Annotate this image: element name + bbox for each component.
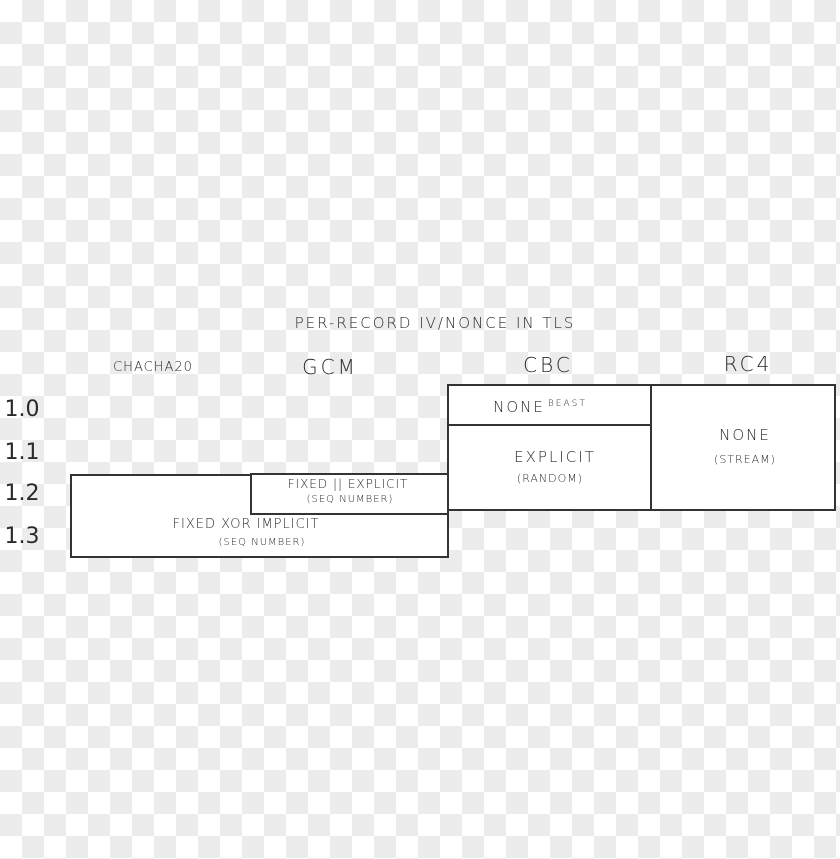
gcm-tls12-box bbox=[250, 473, 449, 515]
gcm-tls12-sub: (seq number) bbox=[306, 494, 394, 505]
column-header-gcm: GCM bbox=[302, 355, 358, 379]
row-label-1-1: 1.1 bbox=[4, 440, 40, 465]
cbc-version-divider bbox=[447, 424, 651, 426]
tls13-sub: (seq number) bbox=[218, 537, 306, 548]
rc4-sub: (stream) bbox=[714, 453, 776, 466]
tls13-label: Fixed xor Implicit bbox=[172, 517, 320, 532]
row-label-1-0: 1.0 bbox=[4, 397, 40, 422]
row-label-1-3: 1.3 bbox=[4, 524, 40, 549]
cbc-new-label: Explicit bbox=[514, 448, 596, 466]
cbc-new-sub: (random) bbox=[516, 472, 584, 485]
column-header-chacha20: ChaCha20 bbox=[113, 360, 193, 375]
cbc-old-label: NoneBEAST bbox=[493, 398, 587, 416]
column-header-rc4: RC4 bbox=[723, 352, 773, 376]
gcm-tls12-label: Fixed || Explicit bbox=[287, 477, 409, 491]
cbc-rc4-box bbox=[447, 384, 836, 511]
beast-note: BEAST bbox=[547, 399, 587, 409]
cbc-rc4-divider bbox=[650, 384, 652, 511]
column-header-cbc: CBC bbox=[523, 353, 573, 377]
diagram-title: Per-record IV/nonce in TLS bbox=[294, 314, 576, 332]
rc4-label: None bbox=[719, 426, 771, 444]
row-label-1-2: 1.2 bbox=[4, 481, 40, 506]
